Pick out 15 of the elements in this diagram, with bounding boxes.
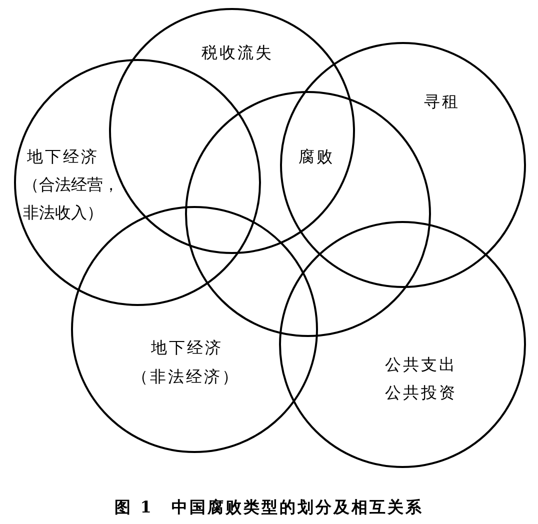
circle-label: 地下经济 — [27, 147, 99, 167]
circle-label: 公共投资 — [385, 383, 457, 403]
circle-label: （非法经济） — [132, 367, 240, 387]
circle-label: 税收流失 — [202, 43, 274, 63]
venn-circle — [280, 42, 526, 288]
circle-label: 地下经济 — [151, 338, 223, 358]
circle-label: （合法经营，非法收入） — [23, 174, 120, 224]
circle-label: 腐败 — [298, 147, 334, 167]
circle-label: 公共支出 — [385, 355, 457, 375]
circle-label: 寻租 — [424, 92, 460, 112]
venn-circle — [14, 58, 261, 306]
venn-circle — [71, 206, 318, 453]
venn-circle — [279, 221, 526, 468]
venn-circle — [109, 8, 355, 254]
figure-caption: 图 1 中国腐败类型的划分及相互关系 — [114, 498, 424, 518]
